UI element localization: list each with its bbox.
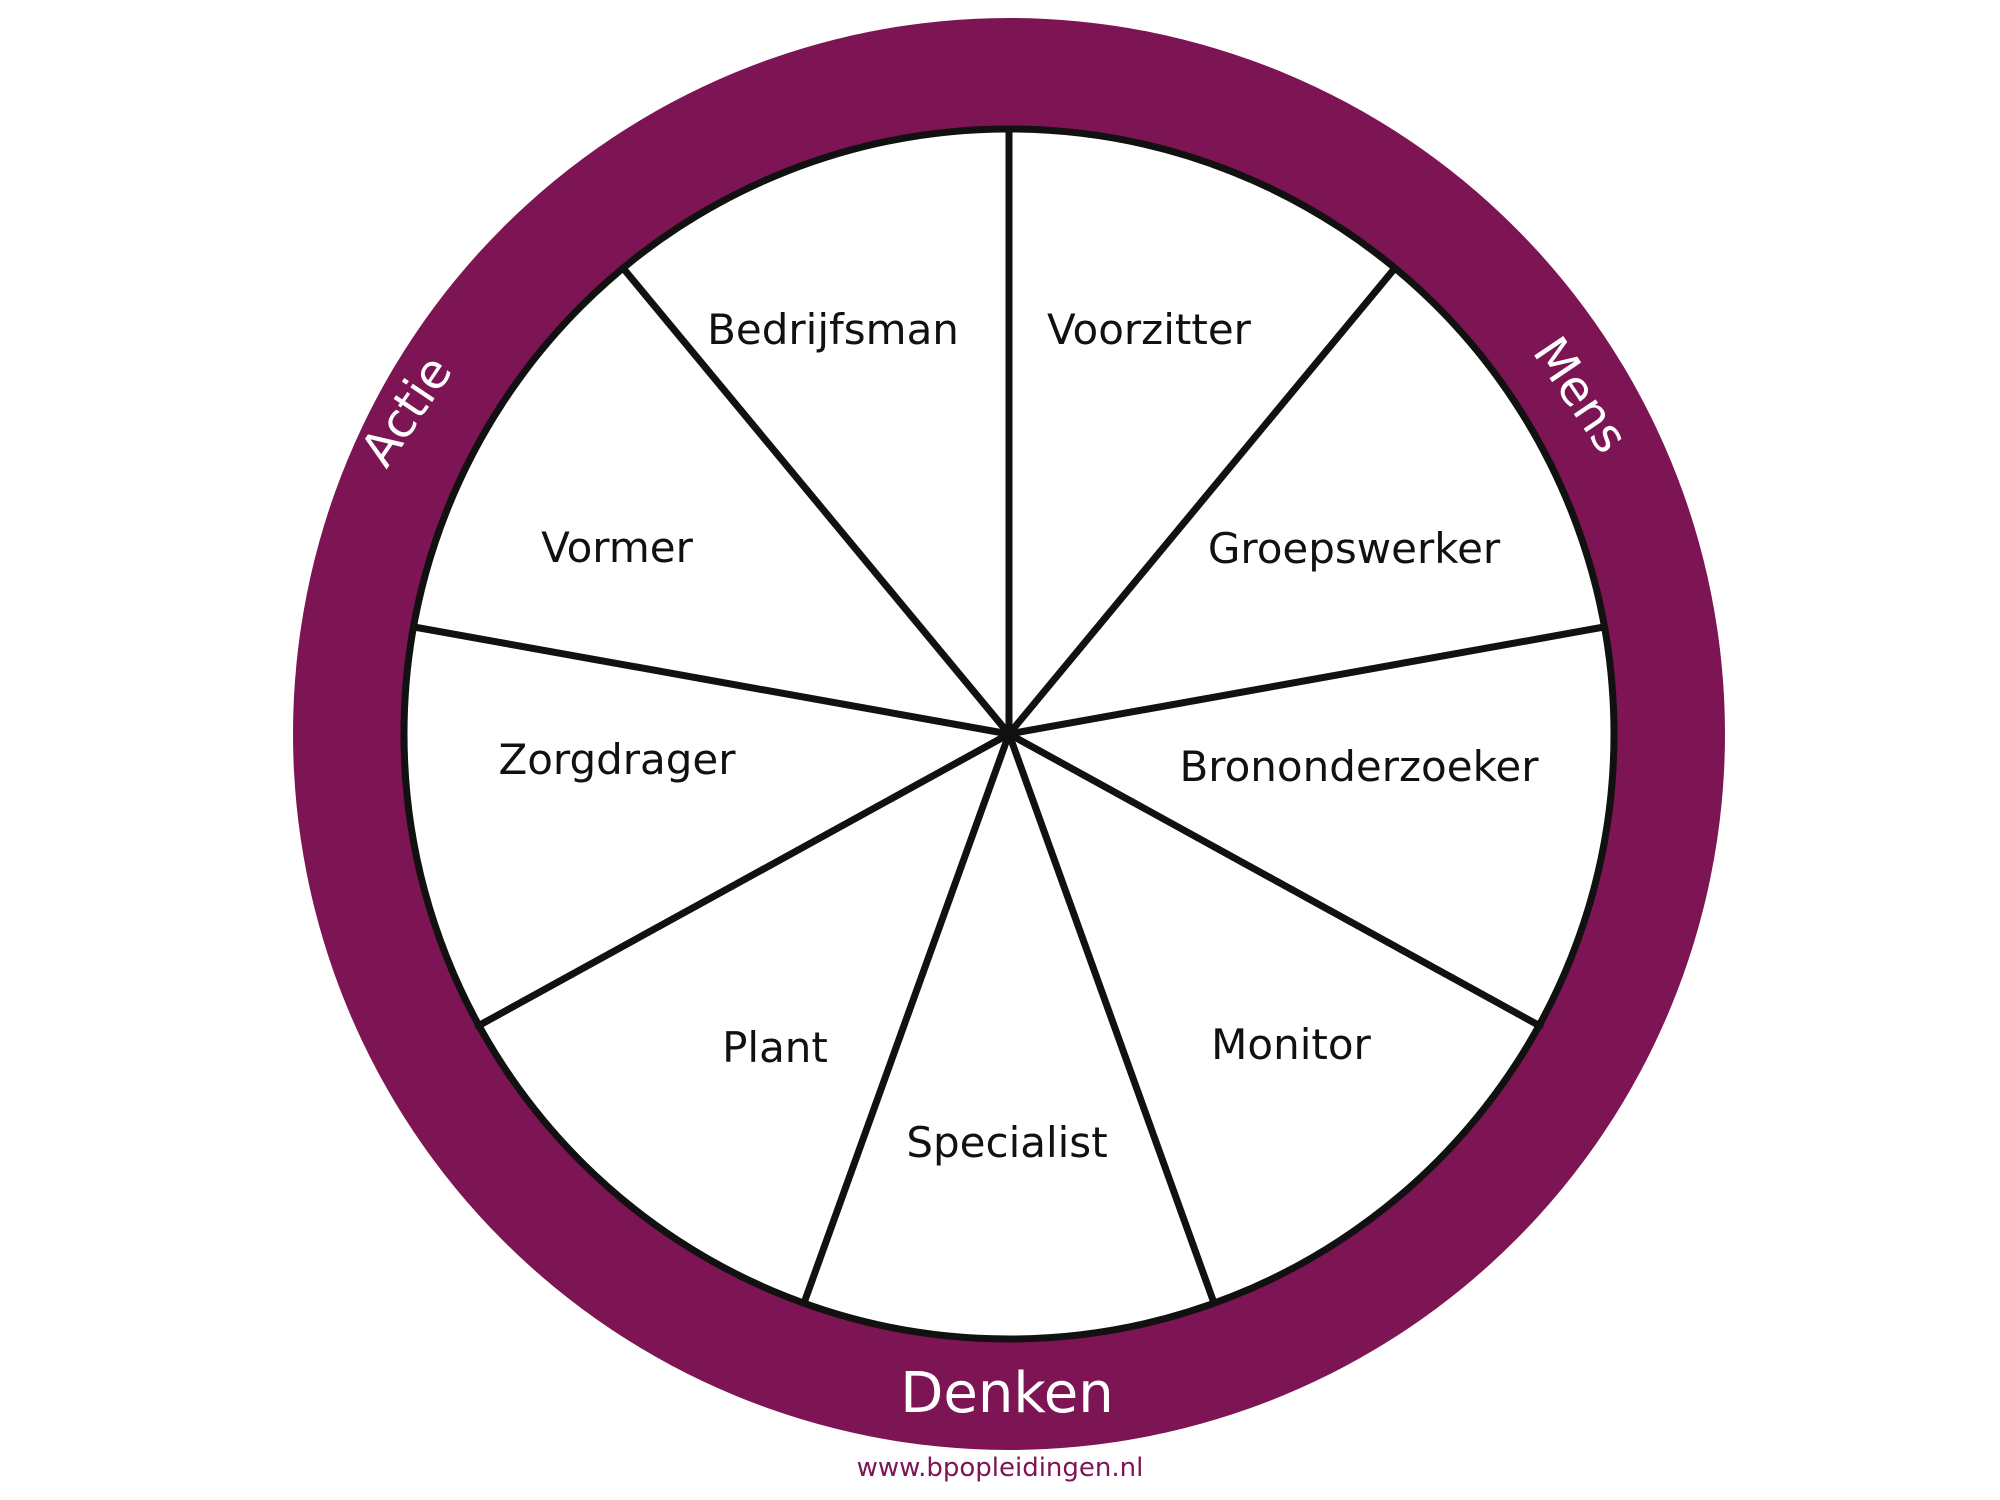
- divider-lines: [410, 125, 1608, 1307]
- role-zorgdrager: Zorgdrager: [498, 735, 736, 784]
- divider-line-8: [410, 623, 1013, 738]
- ring-label-denken: Denken: [900, 1361, 1113, 1426]
- role-bedrijfsman: Bedrijfsman: [707, 305, 959, 354]
- divider-line-9: [619, 264, 1013, 738]
- role-brononderzoeker: Brononderzoeker: [1179, 742, 1539, 791]
- role-voorzitter: Voorzitter: [1047, 305, 1252, 354]
- divider-line-4: [1005, 730, 1544, 1030]
- divider-line-3: [1005, 623, 1608, 738]
- footer-website-link[interactable]: www.bpopleidingen.nl: [856, 1453, 1144, 1483]
- role-plant: Plant: [722, 1023, 828, 1072]
- role-specialist: Specialist: [906, 1118, 1107, 1167]
- divider-line-6: [800, 730, 1013, 1307]
- divider-line-5: [1005, 730, 1218, 1307]
- role-labels: Bedrijfsman Voorzitter Groepswerker Bron…: [498, 305, 1539, 1167]
- role-monitor: Monitor: [1211, 1020, 1371, 1069]
- role-vormer: Vormer: [541, 523, 693, 572]
- role-groepswerker: Groepswerker: [1208, 524, 1501, 573]
- divider-line-7: [474, 730, 1013, 1030]
- divider-line-2: [1005, 264, 1399, 738]
